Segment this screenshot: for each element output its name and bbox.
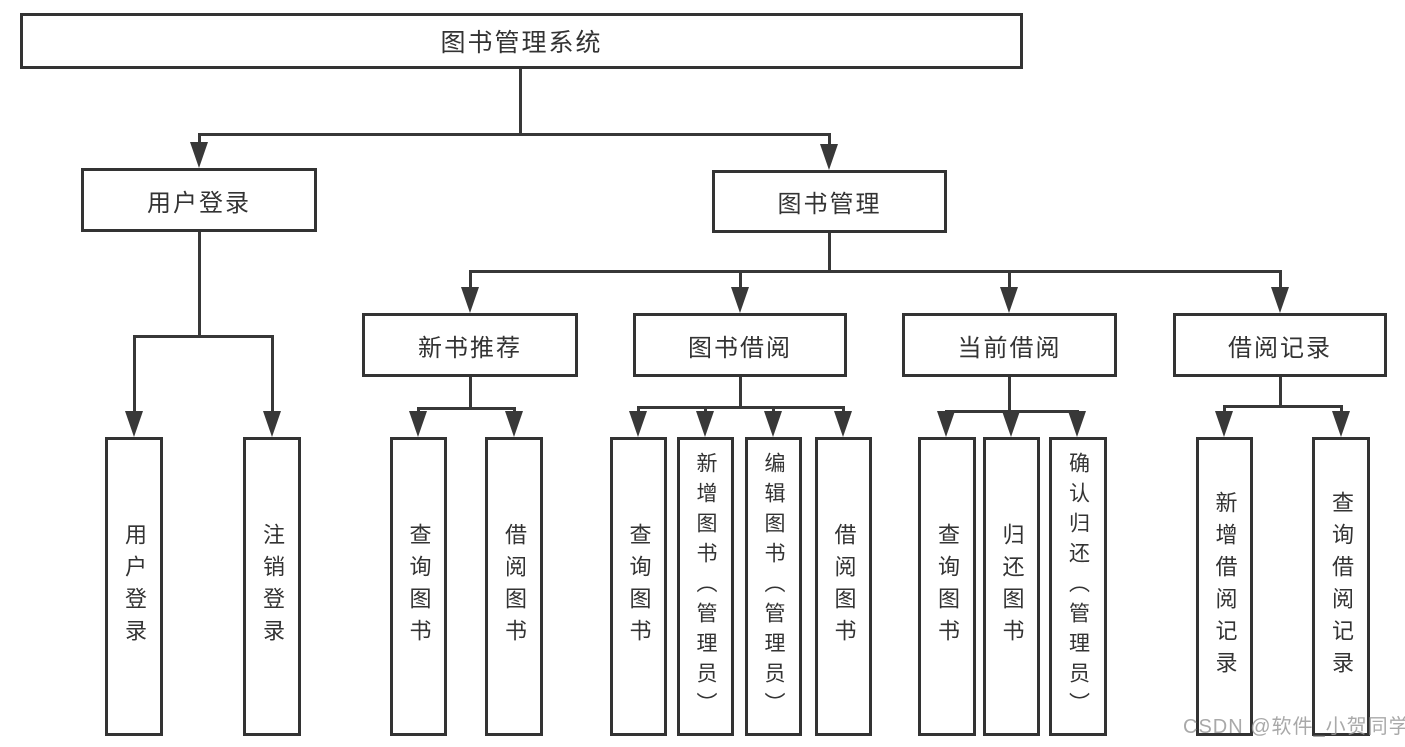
arrowhead-icon — [1332, 411, 1350, 437]
leaf-query-books-borrowing: 查询图书 — [610, 437, 667, 736]
leaf-edit-book-admin: 编辑图书（管理员） — [745, 437, 802, 736]
node-label: 查询借阅记录 — [1329, 490, 1354, 683]
connector-mgmt-branch-3 — [1008, 270, 1011, 295]
connector-root-stem — [519, 69, 522, 133]
node-label: 当前借阅 — [957, 334, 1062, 362]
leaf-user-login: 用户登录 — [105, 437, 163, 736]
connector-mgmt-stem — [828, 233, 831, 270]
connector-records-bar — [1223, 405, 1343, 408]
node-label: 图书管理 — [777, 191, 882, 218]
connector-login-branch-2 — [271, 335, 274, 420]
connector-root-bar — [198, 133, 831, 136]
leaf-return-book: 归还图书 — [983, 437, 1040, 736]
connector-recommend-stem — [469, 377, 472, 407]
leaf-query-borrow-record: 查询借阅记录 — [1312, 437, 1370, 736]
connector-borrowing-bar — [637, 406, 845, 409]
connector-login-stem — [198, 232, 201, 335]
node-label: 借阅记录 — [1228, 334, 1332, 362]
node-label: 新增图书（管理员） — [694, 451, 717, 722]
arrowhead-icon — [1068, 411, 1086, 437]
connector-records-stem — [1279, 377, 1282, 405]
leaf-confirm-return-admin: 确认归还（管理员） — [1049, 437, 1107, 736]
node-label: 查询图书 — [935, 522, 960, 651]
arrowhead-icon — [764, 411, 782, 437]
arrowhead-icon — [190, 142, 208, 168]
arrowhead-icon — [629, 411, 647, 437]
csdn-watermark: CSDN @软件_小贺同学 — [1183, 716, 1405, 738]
node-label: 新增借阅记录 — [1212, 490, 1238, 683]
node-book-borrowing: 图书借阅 — [633, 313, 847, 377]
node-label: 用户登录 — [122, 522, 147, 651]
node-label: 编辑图书（管理员） — [762, 451, 785, 722]
leaf-add-borrow-record: 新增借阅记录 — [1196, 437, 1253, 736]
node-label: 图书借阅 — [688, 334, 792, 362]
connector-recommend-bar — [417, 407, 516, 410]
connector-root-branch-left — [198, 133, 201, 150]
arrowhead-icon — [1271, 287, 1289, 313]
node-label: 确认归还（管理员） — [1066, 451, 1090, 722]
connector-root-branch-right — [828, 133, 831, 152]
node-borrow-records: 借阅记录 — [1173, 313, 1387, 377]
node-label: 借阅图书 — [502, 522, 527, 651]
leaf-borrow-books: 借阅图书 — [815, 437, 872, 736]
arrowhead-icon — [834, 411, 852, 437]
node-label: 图书管理系统 — [440, 29, 603, 57]
arrowhead-icon — [461, 287, 479, 313]
connector-mgmt-branch-2 — [739, 270, 742, 295]
leaf-add-book-admin: 新增图书（管理员） — [677, 437, 734, 736]
arrowhead-icon — [409, 411, 427, 437]
arrowhead-icon — [937, 411, 955, 437]
arrowhead-icon — [1215, 411, 1233, 437]
leaf-query-books-current: 查询图书 — [918, 437, 976, 736]
leaf-logout: 注销登录 — [243, 437, 301, 736]
node-book-management: 图书管理 — [712, 170, 947, 233]
node-label: 新书推荐 — [418, 334, 522, 362]
arrowhead-icon — [731, 287, 749, 313]
node-new-book-recommend: 新书推荐 — [362, 313, 578, 377]
connector-mgmt-branch-4 — [1279, 270, 1282, 295]
node-library-management-system: 图书管理系统 — [20, 13, 1023, 69]
node-label: 借阅图书 — [831, 522, 857, 651]
leaf-query-books-recommend: 查询图书 — [390, 437, 447, 736]
node-label: 归还图书 — [999, 522, 1025, 651]
node-label: 查询图书 — [406, 522, 432, 651]
node-user-login: 用户登录 — [81, 168, 317, 232]
arrowhead-icon — [820, 144, 838, 170]
connector-borrowing-stem — [739, 377, 742, 406]
node-label: 用户登录 — [147, 189, 251, 217]
connector-current-stem — [1008, 377, 1011, 410]
arrowhead-icon — [505, 411, 523, 437]
arrowhead-icon — [263, 411, 281, 437]
node-label: 注销登录 — [260, 522, 285, 651]
connector-login-branch-1 — [133, 335, 136, 420]
node-label: 查询图书 — [626, 522, 652, 651]
leaf-borrow-books-recommend: 借阅图书 — [485, 437, 543, 736]
arrowhead-icon — [125, 411, 143, 437]
connector-mgmt-bar — [469, 270, 1282, 273]
arrowhead-icon — [696, 411, 714, 437]
connector-login-bar — [133, 335, 274, 338]
node-current-borrowing: 当前借阅 — [902, 313, 1117, 377]
arrowhead-icon — [1000, 287, 1018, 313]
arrowhead-icon — [1002, 411, 1020, 437]
connector-mgmt-branch-1 — [469, 270, 472, 295]
